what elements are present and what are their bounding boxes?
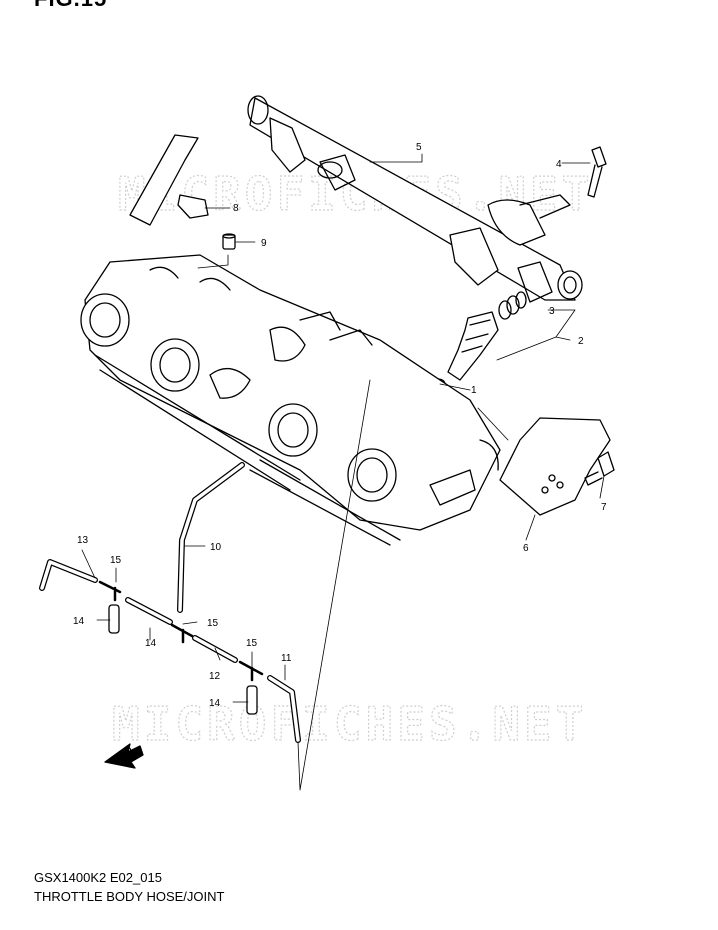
callout-14a: 14 (73, 616, 85, 627)
screw-7 (584, 451, 615, 486)
callout-2: 2 (578, 336, 584, 347)
cap-14b (246, 685, 258, 715)
throttle-body-assembly (80, 254, 501, 546)
callout-12: 12 (209, 671, 221, 682)
callout-6: 6 (523, 543, 529, 554)
plate-8 (129, 134, 209, 226)
callout-14b: 14 (145, 638, 157, 649)
bracket-6 (499, 417, 611, 516)
figure-caption: THROTTLE BODY HOSE/JOINT (34, 889, 225, 904)
callout-1: 1 (471, 385, 477, 396)
callout-3: 3 (549, 306, 555, 317)
callout-15b: 15 (207, 618, 219, 629)
joint-15b (170, 623, 194, 644)
callout-11: 11 (281, 653, 292, 664)
figure-code: GSX1400K2 E02_015 (34, 870, 162, 885)
callout-9: 9 (261, 238, 267, 249)
callout-8: 8 (233, 203, 239, 214)
callout-15c: 15 (246, 638, 258, 649)
fuel-injector-2 (447, 311, 499, 381)
callout-10: 10 (210, 542, 222, 553)
fwd-arrow (104, 743, 144, 769)
callout-5: 5 (416, 142, 422, 153)
callout-4: 4 (556, 159, 562, 170)
callout-7: 7 (601, 502, 607, 513)
figure-title: FIG.15 (34, 0, 107, 12)
callout-13: 13 (77, 535, 89, 546)
bolt-4 (587, 146, 607, 198)
callout-14c: 14 (209, 698, 221, 709)
leader-lines (81, 153, 605, 791)
fuel-delivery-pipe (247, 95, 583, 303)
cap-9 (222, 233, 236, 250)
cap-14a (108, 604, 120, 634)
joint-15c (238, 660, 264, 682)
joint-15a (98, 580, 122, 602)
watermark-bottom: MICROFICHES.NET (112, 697, 587, 751)
callout-15a: 15 (110, 555, 122, 566)
o-rings-3 (498, 291, 527, 320)
callouts: 1 2 3 4 5 6 7 8 9 10 11 12 13 14 14 14 1… (73, 142, 607, 762)
